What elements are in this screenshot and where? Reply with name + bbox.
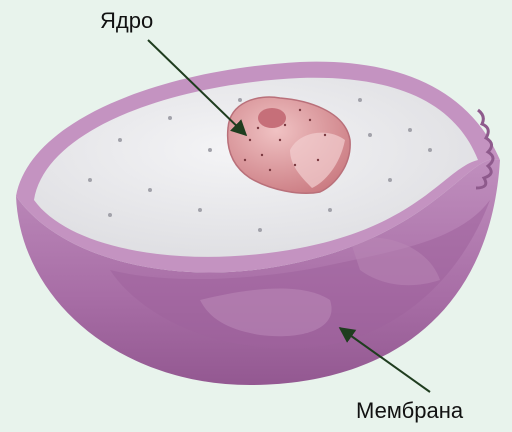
nucleolus [258, 108, 286, 128]
nucleus-label: Ядро [100, 8, 153, 34]
membrane-label: Мембрана [356, 398, 463, 424]
